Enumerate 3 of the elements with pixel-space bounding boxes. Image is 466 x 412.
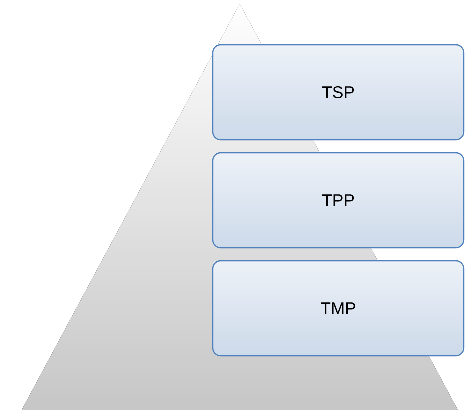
layer-box: TMP xyxy=(212,260,465,357)
layer-box: TPP xyxy=(212,152,465,249)
layer-box: TSP xyxy=(212,44,465,141)
